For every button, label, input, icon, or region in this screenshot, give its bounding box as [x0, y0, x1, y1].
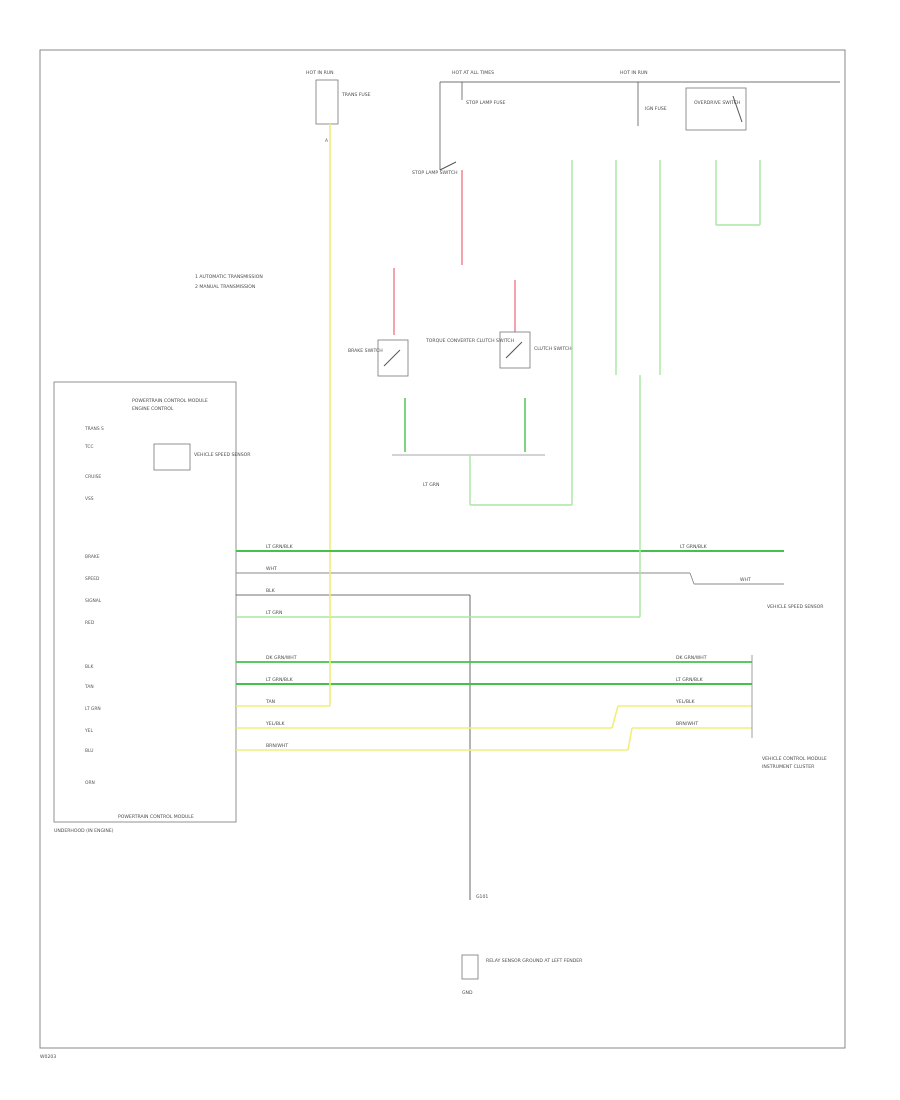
pcm-pin-3: VSS — [85, 496, 94, 502]
fuse-right-desc: IGN FUSE — [645, 106, 667, 112]
clutch-switch-label: CLUTCH SWITCH — [534, 346, 572, 352]
footer-code: W0203 — [40, 1054, 56, 1060]
overdrive-switch-label: OVERDRIVE SWITCH — [694, 100, 740, 106]
ecm-sub: ENGINE CONTROL — [132, 406, 174, 412]
wire-label-w2: WHT — [266, 566, 277, 572]
pcm-footer: POWERTRAIN CONTROL MODULE — [118, 814, 194, 820]
pcm-under: UNDERHOOD (IN ENGINE) — [54, 828, 114, 834]
fuse-center-label: HOT AT ALL TIMES — [452, 70, 494, 76]
pcm-pin-2: CRUISE — [85, 474, 101, 480]
note-manual-trans: 2 MANUAL TRANSMISSION — [195, 284, 255, 290]
pcm-pin-5: SPEED — [85, 576, 100, 582]
wire-label-rw1: LT GRN/BLK — [680, 544, 708, 550]
note-auto-trans: 1 AUTOMATIC TRANSMISSION — [195, 274, 263, 280]
bottom-sensor-label: RELAY SENSOR GROUND AT LEFT FENDER — [486, 958, 583, 964]
fuse-left-pin: A — [325, 138, 328, 144]
vss-name: VEHICLE SPEED SENSOR — [194, 452, 251, 458]
fuse-left-desc: TRANS FUSE — [341, 92, 371, 98]
wire-label-w9: BRN/WHT — [266, 743, 288, 749]
pcm-pin-4: BRAKE — [85, 554, 100, 560]
wire-label-rw5: DK GRN/WHT — [676, 655, 707, 661]
wire-label-w6: LT GRN/BLK — [266, 677, 294, 683]
pcm-pin-7: RED — [85, 620, 95, 626]
right-module: VEHICLE CONTROL MODULE INSTRUMENT CLUSTE… — [751, 604, 827, 770]
tcc-desc-label: TORQUE CONVERTER CLUTCH SWITCH — [425, 338, 514, 344]
bottom-ground: G101 RELAY SENSOR GROUND AT LEFT FENDER … — [461, 894, 583, 996]
fuse-right: HOT IN RUN IGN FUSE OVERDRIVE SWITCH — [620, 70, 747, 131]
stoplamp-switch-label: STOP LAMP SWITCH — [412, 170, 458, 176]
pcm-pin-11: YEL — [84, 728, 93, 734]
wire-label-w8: YEL/BLK — [265, 721, 286, 727]
pcm-pin-6: SIGNAL — [85, 598, 102, 604]
right-module-desc: INSTRUMENT CLUSTER — [762, 764, 815, 770]
top-connectors — [571, 160, 761, 495]
fuse-right-label: HOT IN RUN — [620, 70, 648, 76]
switch-assembly: BRAKE SWITCH TORQUE CONVERTER CLUTCH SWI… — [348, 268, 573, 506]
fuse-center-desc: STOP LAMP FUSE — [466, 100, 505, 106]
pcm-pin-13: ORN — [85, 780, 95, 786]
pcm-pin-8: BLK — [85, 664, 93, 670]
pcm-pin-1: TCC — [84, 444, 94, 450]
pcm-wires: LT GRN/BLK LT GRN/BLK WHT WHT BLK LT GRN… — [236, 375, 784, 900]
wire-label-w3: BLK — [266, 588, 276, 594]
wire-label-w1: LT GRN/BLK — [266, 544, 294, 550]
bottom-ground-label: G101 — [476, 894, 488, 900]
wire-label-w7: TAN — [265, 699, 275, 705]
wire-label-rw9: BRN/WHT — [676, 721, 698, 727]
pcm-pin-10: LT GRN — [85, 706, 101, 712]
ecm-title: POWERTRAIN CONTROL MODULE — [132, 398, 208, 404]
pcm-pin-9: TAN — [84, 684, 94, 690]
fuse-center: HOT AT ALL TIMES STOP LAMP FUSE STOP LAM… — [412, 70, 840, 265]
lt-grn-mid-label: LT GRN — [423, 482, 439, 488]
wire-label-rw8: YEL/BLK — [675, 699, 696, 705]
vss-right-label: VEHICLE SPEED SENSOR — [767, 604, 824, 610]
wire-label-rw2: WHT — [740, 577, 751, 583]
bottom-under-label: GND — [462, 990, 473, 996]
pcm-module: POWERTRAIN CONTROL MODULE ENGINE CONTROL… — [53, 381, 251, 834]
diagram-border — [39, 49, 846, 1049]
fuse-left: HOT IN RUN TRANS FUSE A — [306, 70, 371, 560]
right-module-name: VEHICLE CONTROL MODULE — [762, 756, 827, 762]
wire-label-w4: LT GRN — [266, 610, 282, 616]
fuse-left-label: HOT IN RUN — [306, 70, 334, 76]
pcm-pin-0: TRANS S — [84, 426, 104, 432]
pcm-pin-12: BLU — [85, 748, 93, 754]
wire-label-w5: DK GRN/WHT — [266, 655, 297, 661]
brake-switch-label: BRAKE SWITCH — [348, 348, 383, 354]
wire-label-rw6: LT GRN/BLK — [676, 677, 704, 683]
